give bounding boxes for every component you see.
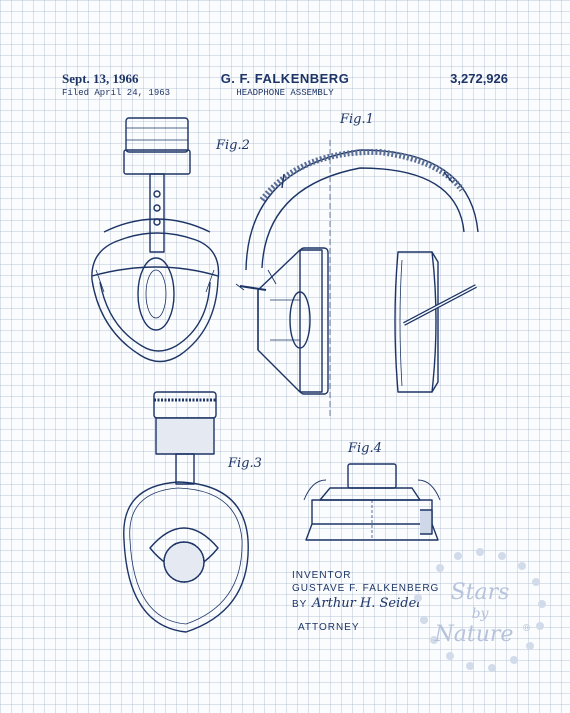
watermark-nature: Nature (434, 622, 514, 647)
watermark-stars: Stars (450, 580, 510, 605)
fig1-label: Fig.1 (340, 112, 374, 127)
inventor-full-name: GUSTAVE F. FALKENBERG (292, 583, 440, 594)
fig2-drawing (91, 117, 220, 363)
fig2-label: Fig.2 (216, 138, 250, 153)
inventor-name: G. F. FALKENBERG (220, 71, 350, 86)
attorney-signature: Arthur H. Seidel (312, 596, 421, 611)
fig4-drawing (303, 463, 441, 541)
watermark-registered: ® (522, 624, 531, 634)
filed-date: Filed April 24, 1963 (62, 88, 171, 98)
patent-number: 3,272,926 (450, 71, 508, 86)
patent-title: HEADPHONE ASSEMBLY (236, 88, 334, 98)
watermark-by: by (471, 606, 489, 622)
attorney-label: ATTORNEY (298, 622, 360, 633)
patent-date: Sept. 13, 1966 (62, 71, 139, 86)
fig3-drawing (123, 391, 249, 633)
fig4-label: Fig.4 (348, 441, 382, 456)
fig1-drawing (235, 140, 479, 416)
inventor-label: INVENTOR (292, 570, 352, 581)
by-label: BY (292, 599, 308, 610)
fig3-label: Fig.3 (228, 456, 262, 471)
